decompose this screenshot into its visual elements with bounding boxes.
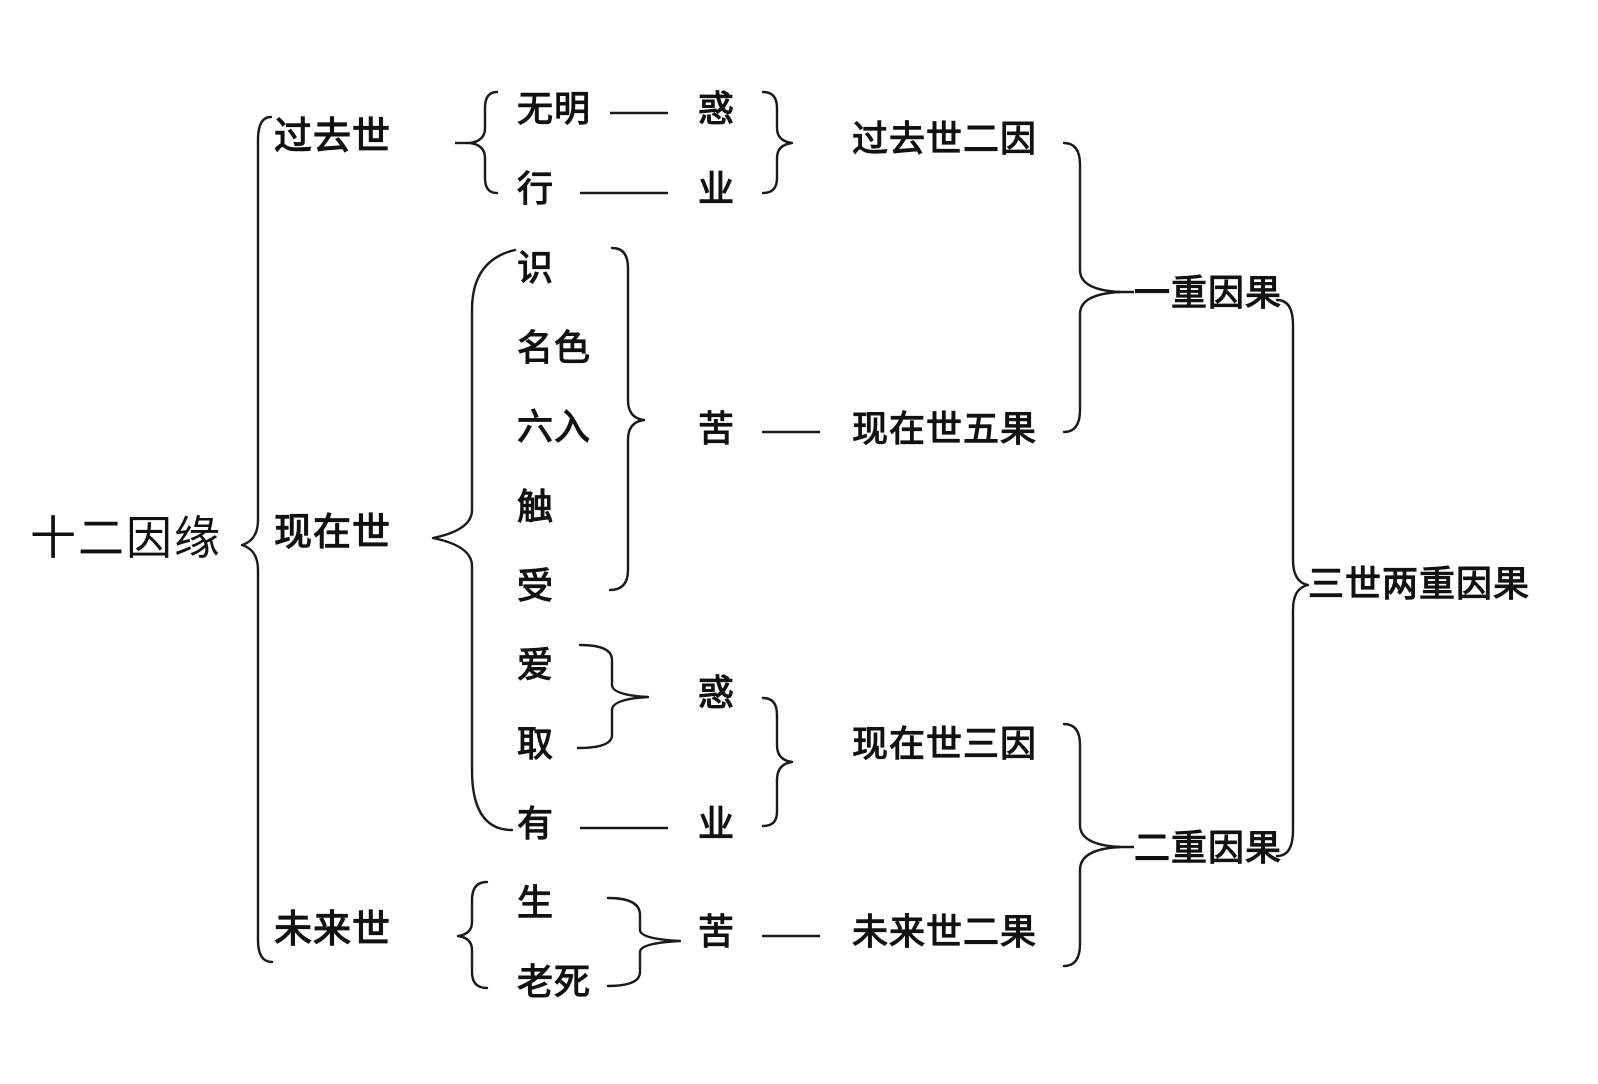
period-past: 过去世 bbox=[274, 114, 392, 158]
past-brace bbox=[468, 90, 499, 195]
root-brace bbox=[240, 115, 274, 964]
summary-brace bbox=[1275, 298, 1310, 858]
link-shi: 识 bbox=[517, 248, 555, 289]
link-wuming: 无明 bbox=[517, 89, 592, 130]
category-huo-past: 惑 bbox=[698, 89, 736, 130]
link-chu: 触 bbox=[517, 487, 555, 528]
link-xing: 行 bbox=[517, 169, 555, 210]
link-you: 有 bbox=[517, 804, 555, 845]
link-sheng: 生 bbox=[517, 883, 555, 924]
link-qu: 取 bbox=[517, 724, 555, 765]
group-past-two-causes: 过去世二因 bbox=[852, 119, 1038, 160]
cause-effect-first: 一重因果 bbox=[1134, 273, 1283, 314]
category-ye-past: 业 bbox=[698, 169, 736, 210]
link-laosi: 老死 bbox=[517, 962, 592, 1003]
link-ai: 爱 bbox=[517, 645, 555, 686]
period-future: 未来世 bbox=[274, 907, 392, 951]
future-brace bbox=[456, 880, 489, 990]
link-shou: 受 bbox=[517, 566, 555, 607]
group-present-five-effects: 现在世五果 bbox=[852, 409, 1038, 450]
first-ce-brace bbox=[1062, 141, 1122, 434]
present-brace bbox=[431, 248, 517, 832]
category-ku-present: 苦 bbox=[698, 409, 736, 450]
past-right-brace bbox=[761, 90, 794, 195]
future-right-brace bbox=[606, 896, 682, 988]
second-ce-brace bbox=[1062, 722, 1122, 968]
group-future-two-effects: 未来世二果 bbox=[852, 912, 1038, 953]
ku-brace-present bbox=[608, 246, 646, 592]
present-causes-brace bbox=[761, 696, 794, 828]
huo-brace-present bbox=[576, 643, 650, 750]
root-title: 十二因缘 bbox=[30, 511, 222, 565]
link-mingse: 名色 bbox=[517, 328, 592, 369]
period-present: 现在世 bbox=[274, 510, 392, 554]
category-ye-present: 业 bbox=[698, 804, 736, 845]
category-ku-future: 苦 bbox=[698, 912, 736, 953]
cause-effect-second: 二重因果 bbox=[1134, 828, 1283, 869]
cause-effect-summary: 三世两重因果 bbox=[1308, 564, 1531, 605]
group-present-three-causes: 现在世三因 bbox=[852, 724, 1038, 765]
link-liuru: 六入 bbox=[517, 407, 592, 448]
category-huo-present: 惑 bbox=[698, 673, 736, 714]
